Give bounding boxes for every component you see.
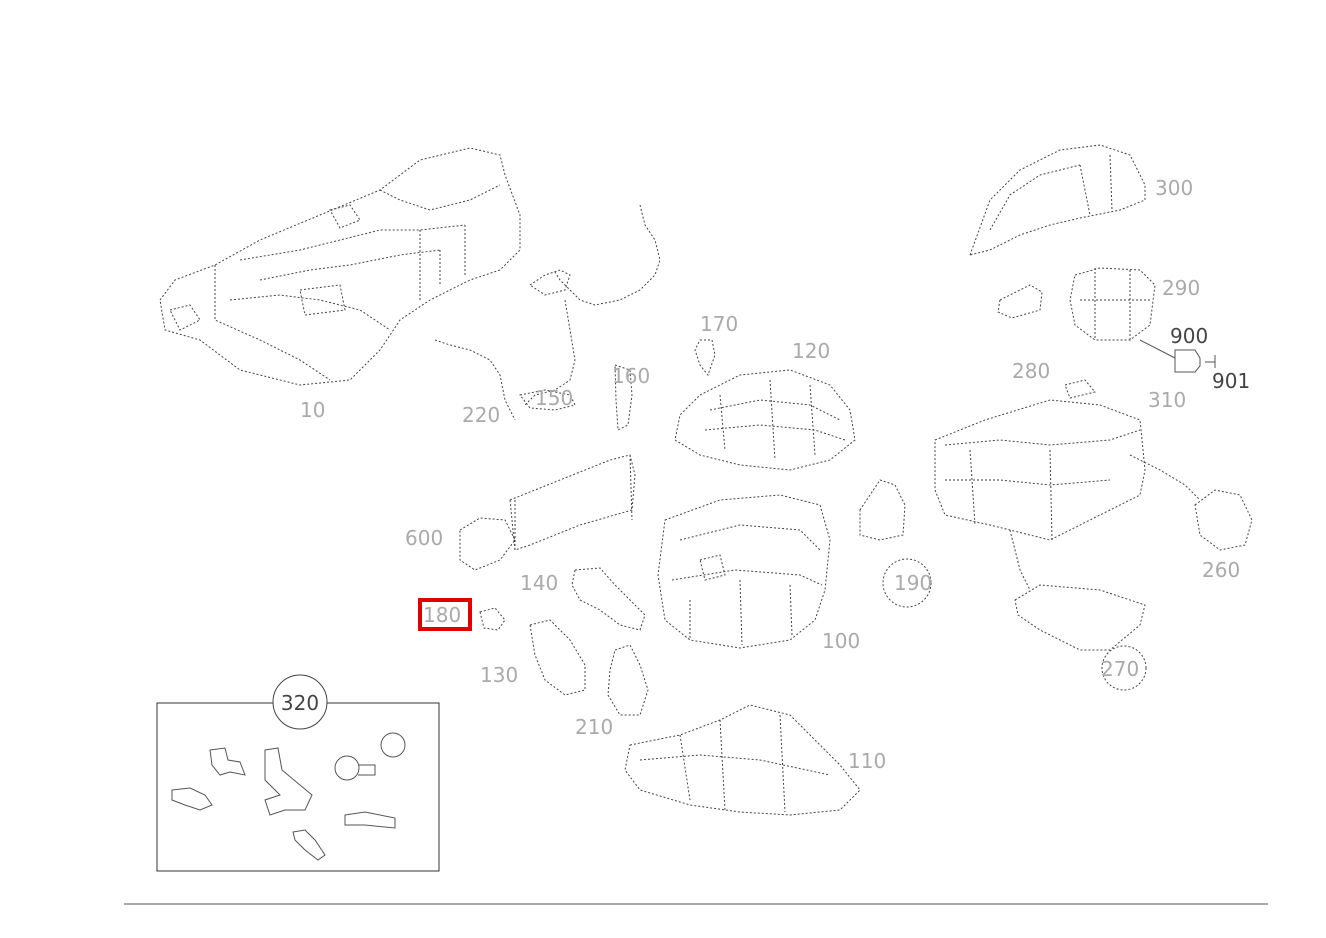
part-100-drawing: [657, 494, 831, 649]
part-label-100[interactable]: 100: [822, 629, 860, 653]
part-210-drawing: [607, 644, 649, 716]
part-label-150-text: 150: [535, 386, 573, 410]
part-310-drawing: [882, 558, 932, 608]
part-label-900-text: 900: [1170, 324, 1208, 348]
part-label-180-text: 180: [423, 603, 461, 627]
inset-320: 320: [156, 674, 440, 872]
part-label-170-text: 170: [700, 312, 738, 336]
inset-320-label: 320: [281, 691, 319, 715]
part-label-901-text: 901: [1212, 369, 1250, 393]
part-label-260-text: 260: [1202, 558, 1240, 582]
part-label-290[interactable]: 290: [1162, 276, 1200, 300]
part-label-180[interactable]: 180: [418, 598, 472, 631]
part-label-170[interactable]: 170: [700, 312, 738, 336]
part-130-drawing: [529, 619, 586, 696]
part-label-600-text: 600: [405, 526, 443, 550]
part-label-10-text: 10: [300, 398, 325, 422]
part-120-drawing: [674, 369, 856, 471]
part-label-190[interactable]: 190: [894, 571, 932, 595]
part-label-310-text: 310: [1148, 388, 1186, 412]
part-900-drawing: [1139, 339, 1216, 373]
part-label-120[interactable]: 120: [792, 339, 830, 363]
part-label-280-text: 280: [1012, 359, 1050, 383]
part-label-130-text: 130: [480, 663, 518, 687]
part-label-110-text: 110: [848, 749, 886, 773]
part-label-300-text: 300: [1155, 176, 1193, 200]
part-label-270-text: 270: [1101, 657, 1139, 681]
part-label-600[interactable]: 600: [405, 526, 443, 550]
part-270-small-drawing: [997, 284, 1043, 319]
part-label-120-text: 120: [792, 339, 830, 363]
part-280-drawing: [934, 379, 1201, 541]
inset-320-circle: [272, 674, 328, 730]
part-270-drawing: [1009, 529, 1147, 691]
part-300-drawing: [969, 144, 1146, 256]
cable-drawing: [434, 204, 661, 421]
part-label-220-text: 220: [462, 403, 500, 427]
part-290-drawing: [1069, 267, 1156, 341]
part-label-190-text: 190: [894, 571, 932, 595]
part-160-drawing: [614, 364, 633, 431]
inset-parts-drawing: [171, 732, 406, 861]
part-label-140-text: 140: [520, 571, 558, 595]
part-label-900[interactable]: 900: [1170, 324, 1208, 348]
part-label-160-text: 160: [612, 364, 650, 388]
part-label-150[interactable]: 150: [535, 386, 573, 410]
part-label-130[interactable]: 130: [480, 663, 518, 687]
part-label-160[interactable]: 160: [612, 364, 650, 388]
part-110-drawing: [624, 704, 861, 816]
part-label-10[interactable]: 10: [300, 398, 325, 422]
part-600-drawing: [459, 454, 636, 571]
part-170-drawing: [694, 339, 716, 377]
part-label-210-text: 210: [575, 715, 613, 739]
part-10-drawing: [159, 147, 521, 386]
part-label-220[interactable]: 220: [462, 403, 500, 427]
part-label-290-text: 290: [1162, 276, 1200, 300]
selected-part-highlight: [418, 598, 472, 631]
part-180-drawing: [479, 607, 506, 631]
part-label-140[interactable]: 140: [520, 571, 558, 595]
part-label-100-text: 100: [822, 629, 860, 653]
part-label-260[interactable]: 260: [1202, 558, 1240, 582]
part-label-270[interactable]: 270: [1101, 657, 1139, 681]
part-260-drawing: [1194, 489, 1253, 551]
part-label-310[interactable]: 310: [1148, 388, 1186, 412]
part-label-280[interactable]: 280: [1012, 359, 1050, 383]
part-label-300[interactable]: 300: [1155, 176, 1193, 200]
part-140-drawing: [571, 567, 646, 631]
inset-320-callout[interactable]: 320: [272, 674, 328, 730]
part-190-drawing: [859, 479, 906, 541]
part-label-901[interactable]: 901: [1212, 369, 1250, 393]
part-label-110[interactable]: 110: [848, 749, 886, 773]
part-label-210[interactable]: 210: [575, 715, 613, 739]
